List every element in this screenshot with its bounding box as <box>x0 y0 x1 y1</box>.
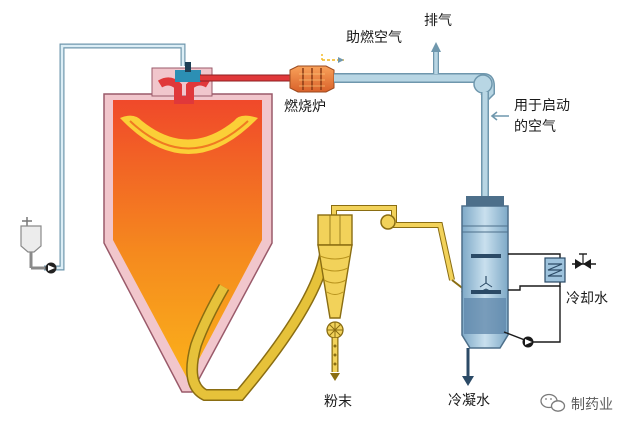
label-powder: 粉末 <box>324 394 352 410</box>
valve-icon <box>575 253 591 269</box>
furnace <box>289 65 335 93</box>
condenser <box>461 196 509 349</box>
label-startup-air-line2: 的空气 <box>514 119 556 135</box>
pump-icon <box>522 336 534 348</box>
condensate-outlet <box>462 348 474 386</box>
label-combustion-air: 助燃空气 <box>346 29 402 46</box>
label-cooling-water: 冷却水 <box>566 291 608 307</box>
label-startup-air-line1: 用于启动 <box>514 98 570 114</box>
rotary-valve-icon <box>326 321 344 339</box>
startup-air-arrow <box>490 111 509 121</box>
feed-tank-icon <box>20 217 46 270</box>
exhaust-arrow <box>431 42 441 52</box>
cyclone <box>317 214 353 319</box>
exhaust-duct <box>334 52 495 196</box>
heat-exchanger-icon <box>544 257 566 283</box>
pump-icon <box>45 262 57 274</box>
watermark: 制药业 <box>540 393 613 413</box>
watermark-text: 制药业 <box>571 397 613 413</box>
combustion-air-arrow <box>321 54 344 63</box>
powder-output <box>330 338 340 381</box>
wechat-icon <box>540 393 566 412</box>
product-line <box>186 205 455 401</box>
label-furnace: 燃烧炉 <box>284 98 326 115</box>
label-condensate: 冷凝水 <box>448 393 490 409</box>
label-exhaust: 排气 <box>424 13 452 29</box>
drying-chamber <box>103 62 273 393</box>
